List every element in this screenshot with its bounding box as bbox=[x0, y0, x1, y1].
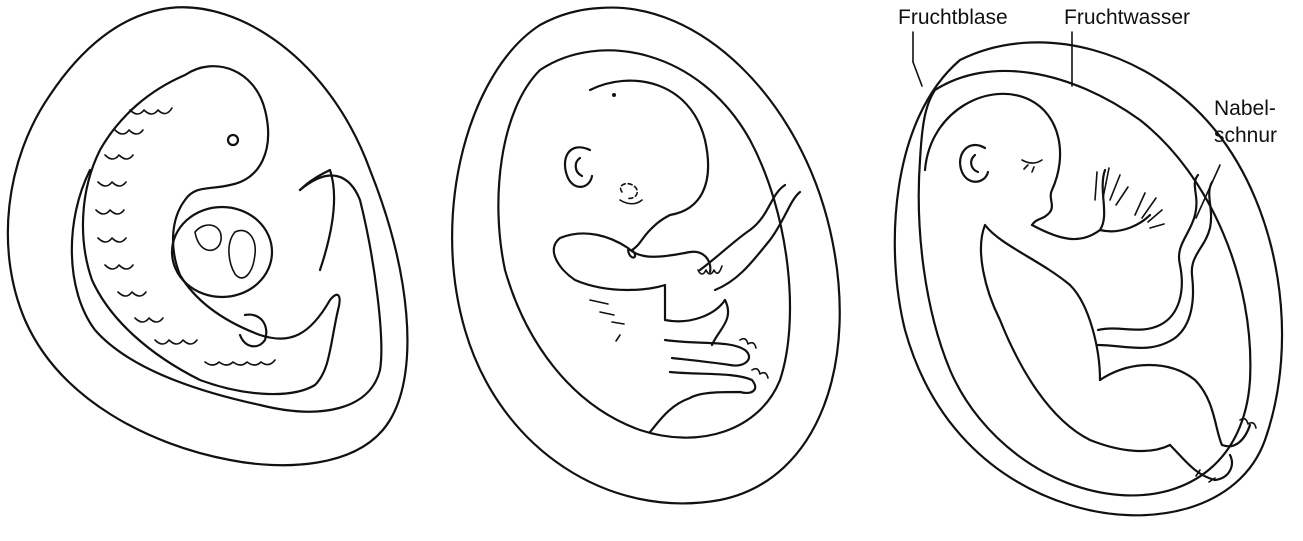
embryo-eye-1 bbox=[228, 135, 238, 145]
label-nabelschnur-2: schnur bbox=[1214, 124, 1277, 147]
inner-cavity-3 bbox=[919, 71, 1251, 495]
fetus-head-2 bbox=[590, 81, 708, 250]
umbilical-cord-2 bbox=[700, 185, 800, 345]
fetus-foot-2 bbox=[740, 339, 768, 378]
fetus-eye-3 bbox=[1022, 160, 1042, 172]
fetus-arms-3 bbox=[1032, 170, 1150, 239]
panel-mid-embryo bbox=[452, 8, 840, 504]
inner-cavity-2 bbox=[498, 50, 790, 437]
somites-1 bbox=[96, 108, 275, 365]
fetus-head-3 bbox=[925, 94, 1060, 225]
leader-line-fruchtblase-b bbox=[913, 62, 922, 86]
inner-cavity-1b bbox=[300, 170, 334, 270]
fetus-hand-3a bbox=[1095, 168, 1128, 205]
fontanel-dot-2 bbox=[612, 93, 616, 97]
fetus-eye-2 bbox=[620, 200, 642, 204]
label-nabelschnur-1: Nabel- bbox=[1214, 97, 1276, 120]
fetus-ear-2 bbox=[565, 147, 592, 187]
fetus-ear-3 bbox=[960, 145, 988, 182]
panel-early-embryo bbox=[8, 7, 408, 465]
leader-line-nabelschnur bbox=[1196, 165, 1220, 218]
label-fruchtwasser: Fruchtwasser bbox=[1064, 6, 1190, 29]
umbilical-cord-3 bbox=[1098, 175, 1212, 348]
fetus-body-3 bbox=[981, 225, 1170, 451]
fetus-body-2 bbox=[554, 233, 725, 321]
sac-outline-1 bbox=[8, 7, 408, 465]
limb-bud-1 bbox=[240, 315, 266, 347]
skin-marks-2 bbox=[590, 300, 624, 341]
embryo-body-1 bbox=[83, 66, 340, 394]
fetus-legs-3 bbox=[1100, 365, 1250, 480]
heart-inner-1 bbox=[195, 225, 255, 278]
fetus-nose-2 bbox=[621, 184, 638, 199]
label-fruchtblase: Fruchtblase bbox=[898, 6, 1008, 29]
heart-bulge-1 bbox=[172, 207, 272, 297]
fetus-legs-2 bbox=[650, 340, 755, 432]
